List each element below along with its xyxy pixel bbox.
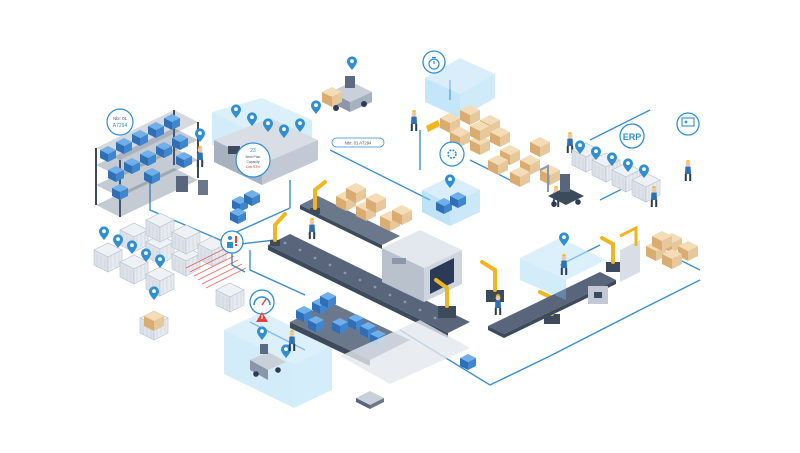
warning-icon <box>256 312 268 322</box>
cage-rack-right <box>571 140 661 208</box>
cell-bubble-line4: Low 93% <box>246 165 260 169</box>
buffer-glass-cube <box>422 174 480 226</box>
cell-info-bubble[interactable]: 23 Next Plan Capacity Low 93% <box>235 142 271 178</box>
warehouse-area <box>410 58 574 208</box>
storage-rack <box>95 110 199 217</box>
forklift-top <box>311 56 372 114</box>
cell-bubble-line3: Capacity <box>246 160 259 164</box>
erp-badge[interactable]: ERP <box>619 123 645 149</box>
main-conveyor <box>268 234 470 338</box>
worker-conveyor <box>308 217 316 240</box>
worker-cell <box>196 145 204 168</box>
red-safety-zone <box>185 247 247 289</box>
agv-cart <box>356 391 384 409</box>
tag-label[interactable]: Nbr: 01 A7294 <box>331 137 385 148</box>
outbound-boxes <box>619 225 698 282</box>
cage-area-left <box>93 212 227 300</box>
cell-bubble-line2: Next Plan <box>246 155 261 159</box>
upper-conveyor <box>300 196 400 249</box>
loading-zone <box>224 312 332 408</box>
storage-bubble-line1: Nbr: 01 <box>113 116 127 121</box>
gear-icon <box>439 141 465 167</box>
monitor-user-icon <box>676 112 700 136</box>
storage-bubble-line2: A7294 <box>113 123 128 129</box>
gauge-icon <box>249 289 275 315</box>
worker-alert-icon <box>220 230 244 254</box>
crate-conveyor <box>290 292 476 384</box>
storage-info-bubble[interactable]: Nbr: 01 A7294 <box>106 108 134 136</box>
erp-label: ERP <box>623 132 642 142</box>
forklift-right <box>539 164 584 207</box>
packing-cell <box>520 232 608 304</box>
tag-label-text: Nbr: 01 A7294 <box>345 141 372 146</box>
scanner-tunnel <box>382 230 462 302</box>
worker-erp <box>684 159 692 182</box>
cell-bubble-line1: 23 <box>250 148 256 154</box>
worker-robot <box>494 293 502 316</box>
stopwatch-icon <box>422 50 446 74</box>
